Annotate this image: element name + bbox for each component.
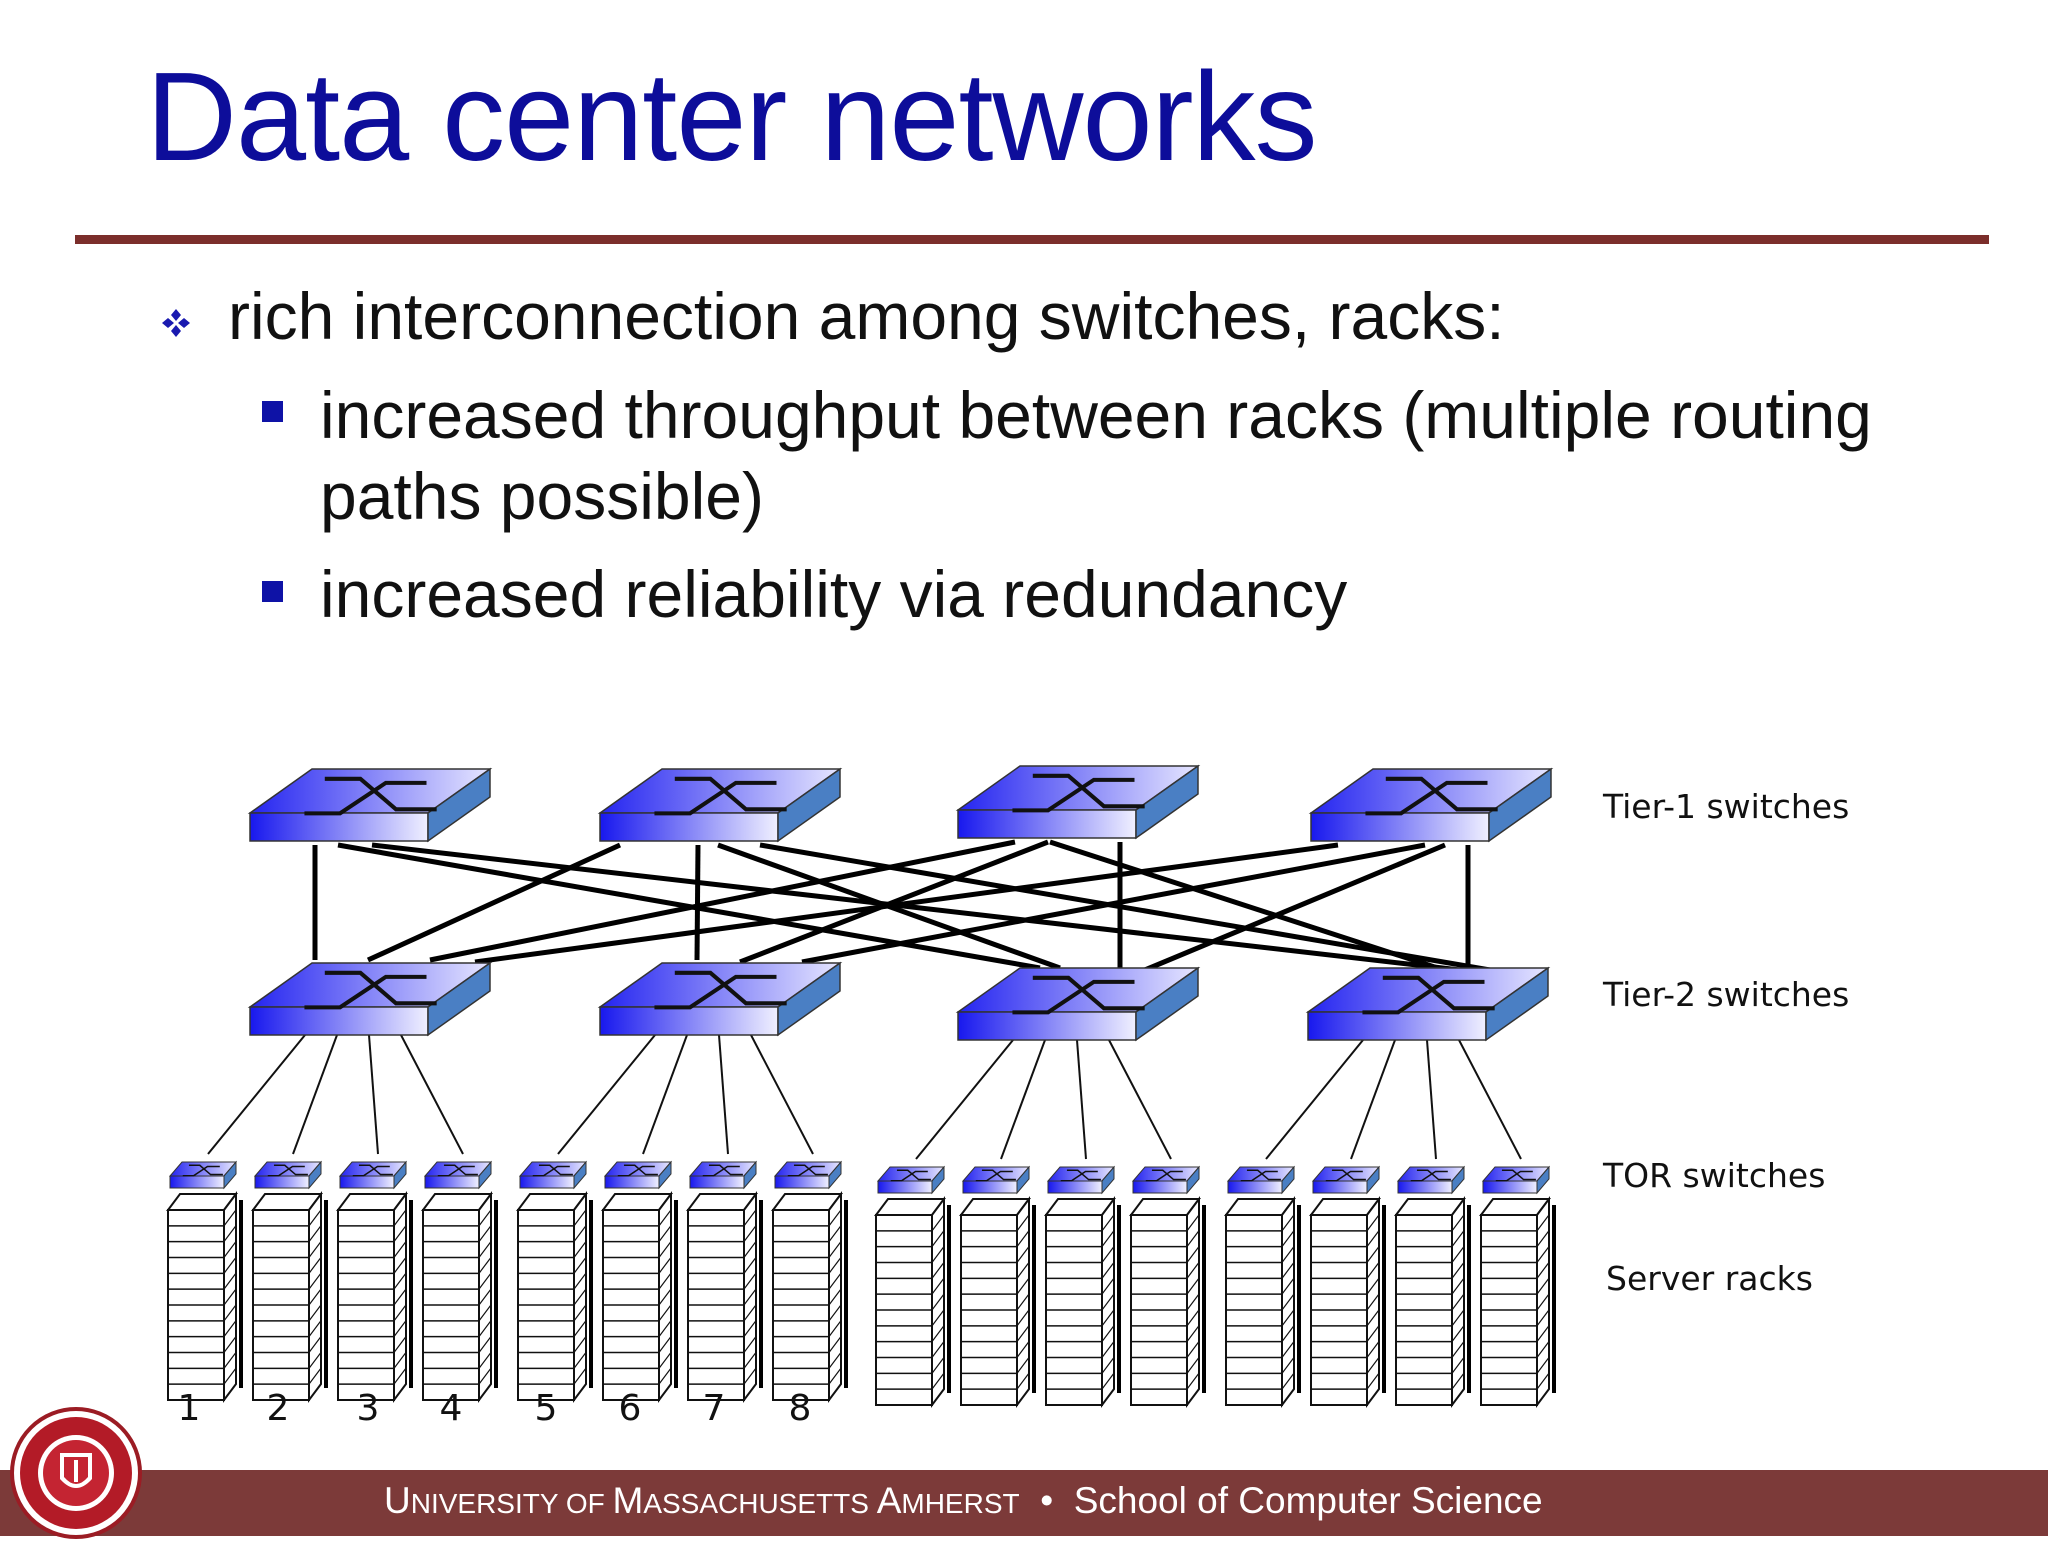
diamond-bullet-icon: [162, 309, 190, 337]
server-rack: [251, 1191, 328, 1403]
tor-switch: [773, 1160, 843, 1190]
tier1-switch: [955, 764, 1201, 840]
rack-number: 1: [178, 1388, 201, 1429]
umass-seal-logo: [10, 1407, 142, 1539]
tier2-label: Tier-2 switches: [1602, 975, 1849, 1014]
tor-label: TOR switches: [1602, 1156, 1825, 1195]
square-bullet-icon: [262, 581, 283, 602]
tor-switch: [423, 1160, 493, 1190]
tier1-switch: [247, 767, 493, 843]
tier1-label: Tier-1 switches: [1602, 787, 1849, 826]
switch-links: [312, 839, 1491, 975]
tier1-switch: [597, 767, 843, 843]
bullet-main: rich interconnection among switches, rac…: [228, 279, 1505, 353]
server-rack: [1044, 1196, 1121, 1408]
server-rack: [1479, 1196, 1556, 1408]
tier1-switch: [1308, 767, 1554, 843]
server-rack: [686, 1191, 763, 1403]
tor-switch: [603, 1160, 673, 1190]
racks-label: Server racks: [1606, 1259, 1813, 1298]
rack-number: 7: [703, 1388, 726, 1429]
footer-separator: •: [1040, 1480, 1054, 1521]
footer-institution: UNIVERSITY OF MASSACHUSETTS AMHERST • Sc…: [384, 1480, 1543, 1521]
footer-bar: [0, 1470, 2048, 1536]
server-rack: [1309, 1196, 1386, 1408]
tor-switch: [168, 1160, 238, 1190]
rack-number: 8: [789, 1388, 812, 1429]
server-rack: [874, 1196, 951, 1408]
footer-school: School of Computer Science: [1073, 1480, 1543, 1521]
server-rack: [601, 1191, 678, 1403]
rack-number: 6: [619, 1388, 642, 1429]
tor-switch: [876, 1165, 946, 1195]
tier2-switch: [1305, 966, 1551, 1042]
server-rack: [166, 1191, 243, 1403]
server-rack: [516, 1191, 593, 1403]
slide-title: Data center networks: [146, 46, 1318, 187]
rack-number: 4: [440, 1388, 463, 1429]
tier2-switch: [247, 961, 493, 1037]
tor-switch: [1046, 1165, 1116, 1195]
tor-switch: [1226, 1165, 1296, 1195]
switches: [168, 764, 1554, 1195]
title-divider: [75, 235, 1989, 244]
tier2-switch: [597, 961, 843, 1037]
tor-switch: [961, 1165, 1031, 1195]
tor-switch: [1481, 1165, 1551, 1195]
sub-bullet-1-line-2: paths possible): [320, 459, 764, 533]
tor-switch: [253, 1160, 323, 1190]
server-rack: [421, 1191, 498, 1403]
square-bullet-icon: [262, 401, 283, 422]
tier2-switch: [955, 966, 1201, 1042]
rack-number: 3: [357, 1388, 380, 1429]
rack-number: 2: [267, 1388, 290, 1429]
server-rack: [771, 1191, 848, 1403]
server-racks: [166, 1191, 1556, 1408]
tor-switch: [688, 1160, 758, 1190]
tor-switch: [1311, 1165, 1381, 1195]
sub-bullet-1-line-1: increased throughput between racks (mult…: [320, 378, 1872, 452]
tor-links: [207, 1034, 1522, 1160]
server-rack: [1129, 1196, 1206, 1408]
server-rack: [336, 1191, 413, 1403]
tor-switch: [518, 1160, 588, 1190]
rack-number: 5: [535, 1388, 558, 1429]
server-rack: [959, 1196, 1036, 1408]
tor-switch: [1131, 1165, 1201, 1195]
sub-bullet-2: increased reliability via redundancy: [320, 557, 1348, 631]
tor-switch: [338, 1160, 408, 1190]
tor-switch: [1396, 1165, 1466, 1195]
server-rack: [1394, 1196, 1471, 1408]
server-rack: [1224, 1196, 1301, 1408]
